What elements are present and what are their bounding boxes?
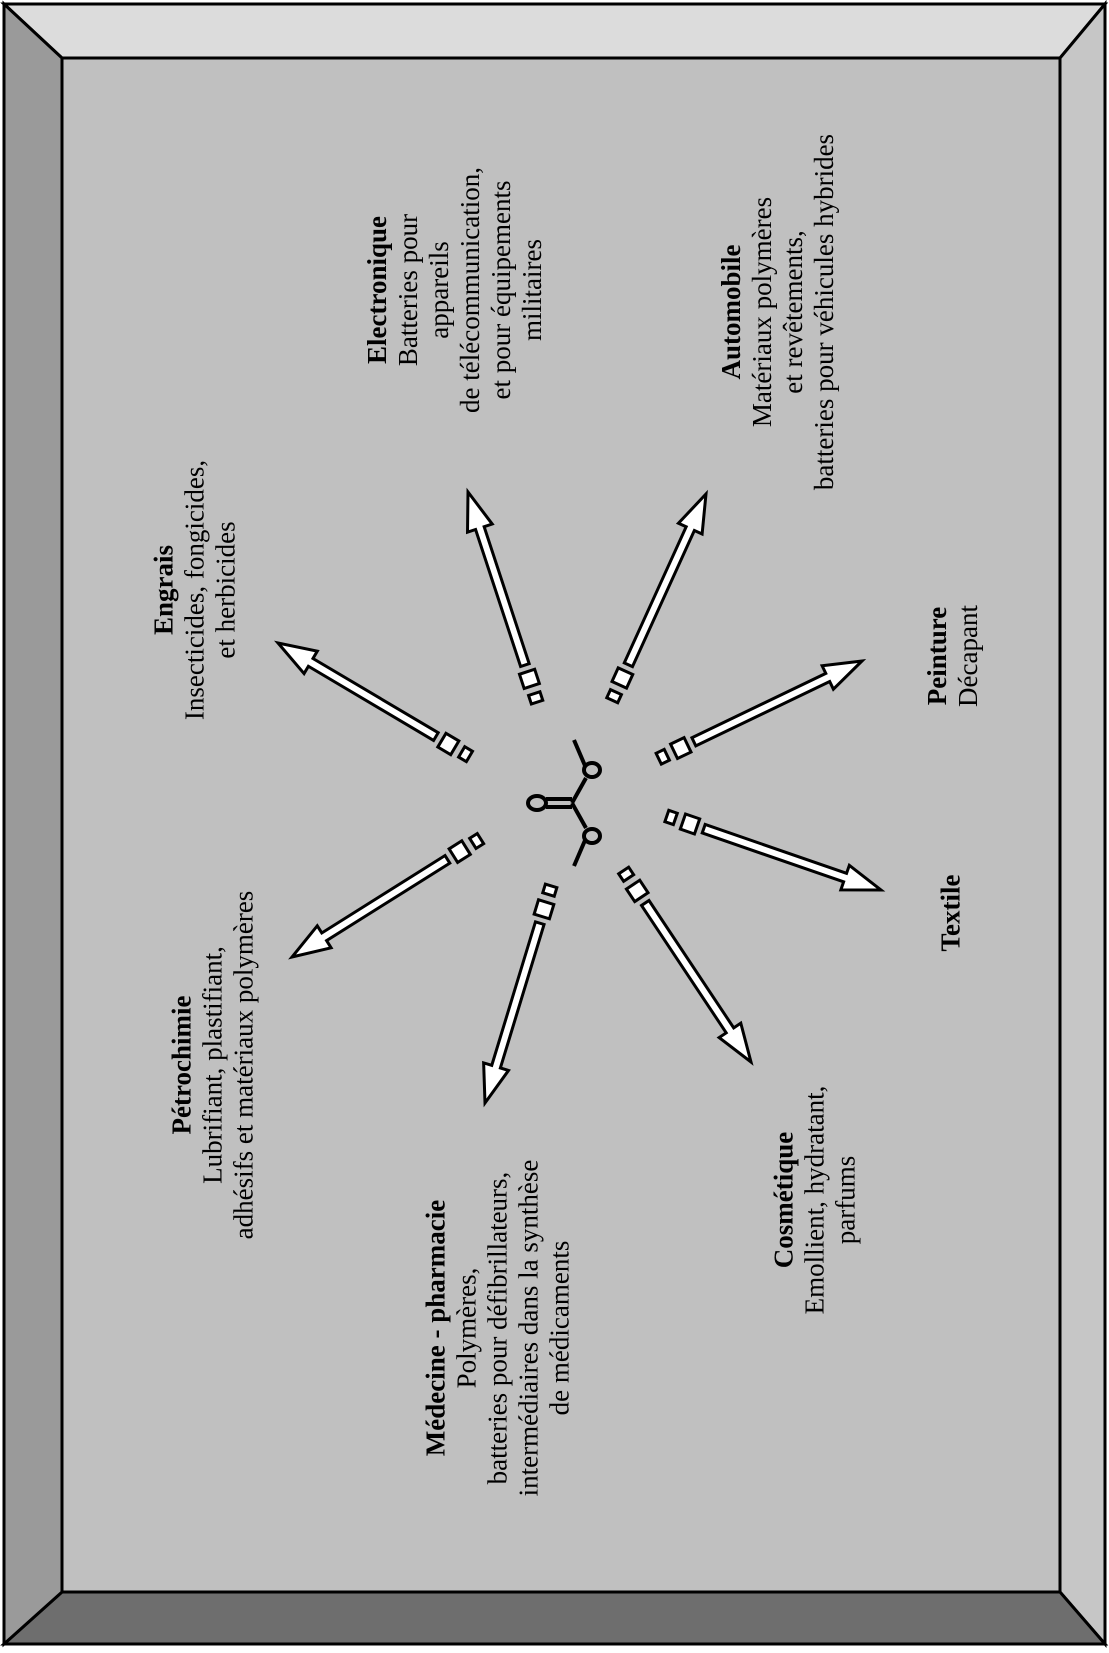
bond-c-o-upper (570, 777, 588, 804)
arrow-automobile (604, 489, 708, 705)
bevel-left (2, 0, 64, 1648)
arrow-body (465, 487, 532, 669)
sector-description: Décapant (953, 605, 983, 707)
arrow-textile (662, 808, 886, 892)
arrow-tail-tab (456, 744, 475, 764)
sector-description: Polymères, batteries pour défibrillateur… (451, 1159, 575, 1497)
arrow-tail-tab (467, 831, 486, 851)
sector-description: Emollient, hydratant, parfums (799, 1085, 861, 1315)
sector-label-textile: Textile (936, 875, 967, 952)
arrow-medecine (482, 882, 559, 1108)
arrow-tail-square (678, 812, 702, 836)
bevel-top (0, 2, 1109, 60)
sector-description: Matériaux polymères et revêtements, batt… (747, 133, 839, 491)
arrow-tail-square (517, 667, 542, 691)
arrow-body (689, 658, 867, 748)
arrow-tail-tab (662, 808, 680, 827)
arrow-peinture (654, 658, 867, 767)
arrow-cosmetique (616, 865, 754, 1066)
arrow-body (700, 822, 886, 892)
arrow-body (639, 898, 754, 1066)
sector-description: Insecticides, fongicides, et herbicides (179, 459, 241, 721)
sector-label-engrais: Engrais Insecticides, fongicides, et her… (149, 460, 242, 720)
arrow-body (622, 489, 708, 669)
arrow-tail-square (435, 731, 461, 757)
bevel-bottom (0, 1590, 1109, 1646)
arrow-electronique (465, 487, 545, 706)
arrow-tail-tab (654, 747, 672, 767)
arrow-body (274, 640, 441, 743)
sector-title: Cosmétique (768, 1131, 799, 1269)
diagram-panel (60, 56, 1062, 1594)
sector-title: Textile (935, 874, 966, 952)
bond-methyl-lower (572, 837, 588, 867)
arrow-group (274, 487, 886, 1108)
sector-description: Lubrifiant, plastifiant, adhésifs et mat… (197, 890, 259, 1240)
sector-label-petrochimie: Pétrochimie Lubrifiant, plastifiant, adh… (167, 891, 260, 1240)
arrow-body (482, 919, 546, 1108)
arrow-petrochimie (288, 831, 486, 960)
sector-label-automobile: Automobile Matériaux polymères et revête… (716, 134, 840, 490)
arrow-tail-square (447, 838, 473, 865)
sector-label-medecine: Médecine - pharmacie Polymères, batterie… (421, 1160, 576, 1497)
arrow-tail-tab (540, 882, 559, 899)
arrow-tail-square (668, 735, 694, 761)
arrow-engrais (274, 640, 475, 764)
arrow-tail-tab (604, 687, 624, 705)
sector-title: Electronique (362, 216, 392, 365)
bond-methyl-upper (572, 739, 588, 769)
oxygen-atom-carbonyl (526, 794, 548, 812)
arrow-body (288, 853, 452, 960)
sector-title: Médecine - pharmacie (420, 1199, 451, 1457)
arrow-tail-square (610, 665, 635, 691)
dimethyl-carbonate-molecule (526, 739, 602, 867)
oxygen-atom-upper (582, 761, 602, 779)
sector-label-cosmetique: Cosmétique Emollient, hydratant, parfums (769, 1086, 862, 1315)
sector-title: Pétrochimie (166, 995, 197, 1135)
sector-description: Batteries pour appareils de télécommunic… (393, 167, 547, 413)
bevel-right (1058, 0, 1107, 1649)
bond-c-o-lower (570, 802, 588, 829)
arrow-tail-tab (526, 689, 545, 706)
arrow-tail-tab (616, 865, 636, 884)
sector-label-electronique: Electronique Batteries pour appareils de… (362, 167, 548, 413)
oxygen-atom-lower (582, 827, 602, 845)
sector-title: Engrais (148, 544, 179, 636)
sector-title: Peinture (922, 606, 952, 706)
arrow-tail-square (624, 878, 651, 904)
sector-title: Automobile (716, 244, 746, 380)
arrow-tail-square (532, 897, 556, 921)
sector-label-peinture: Peinture Décapant (922, 605, 984, 707)
